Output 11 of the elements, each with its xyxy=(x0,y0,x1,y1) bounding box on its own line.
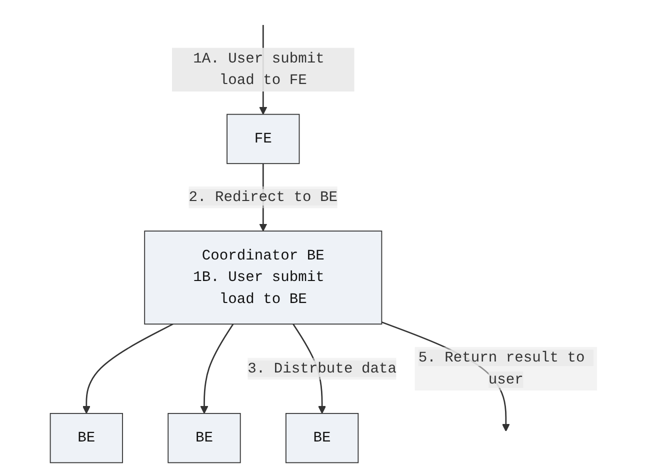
edge-label: 1A. User submit load to FE xyxy=(193,50,325,89)
node-box: FE xyxy=(226,114,300,164)
node-box: BE xyxy=(286,413,359,464)
edge-label: 3. Distrbute data xyxy=(248,360,397,377)
node-box: BE xyxy=(168,413,242,464)
edge-label: 2. Redirect to BE xyxy=(189,189,338,206)
arrow xyxy=(200,324,234,414)
edge-label: 5. Return result to user xyxy=(418,350,586,388)
node-box: Coordinator BE 1B. User submit load to BE xyxy=(144,230,382,325)
arrow xyxy=(82,323,174,414)
node-box: BE xyxy=(50,413,124,464)
